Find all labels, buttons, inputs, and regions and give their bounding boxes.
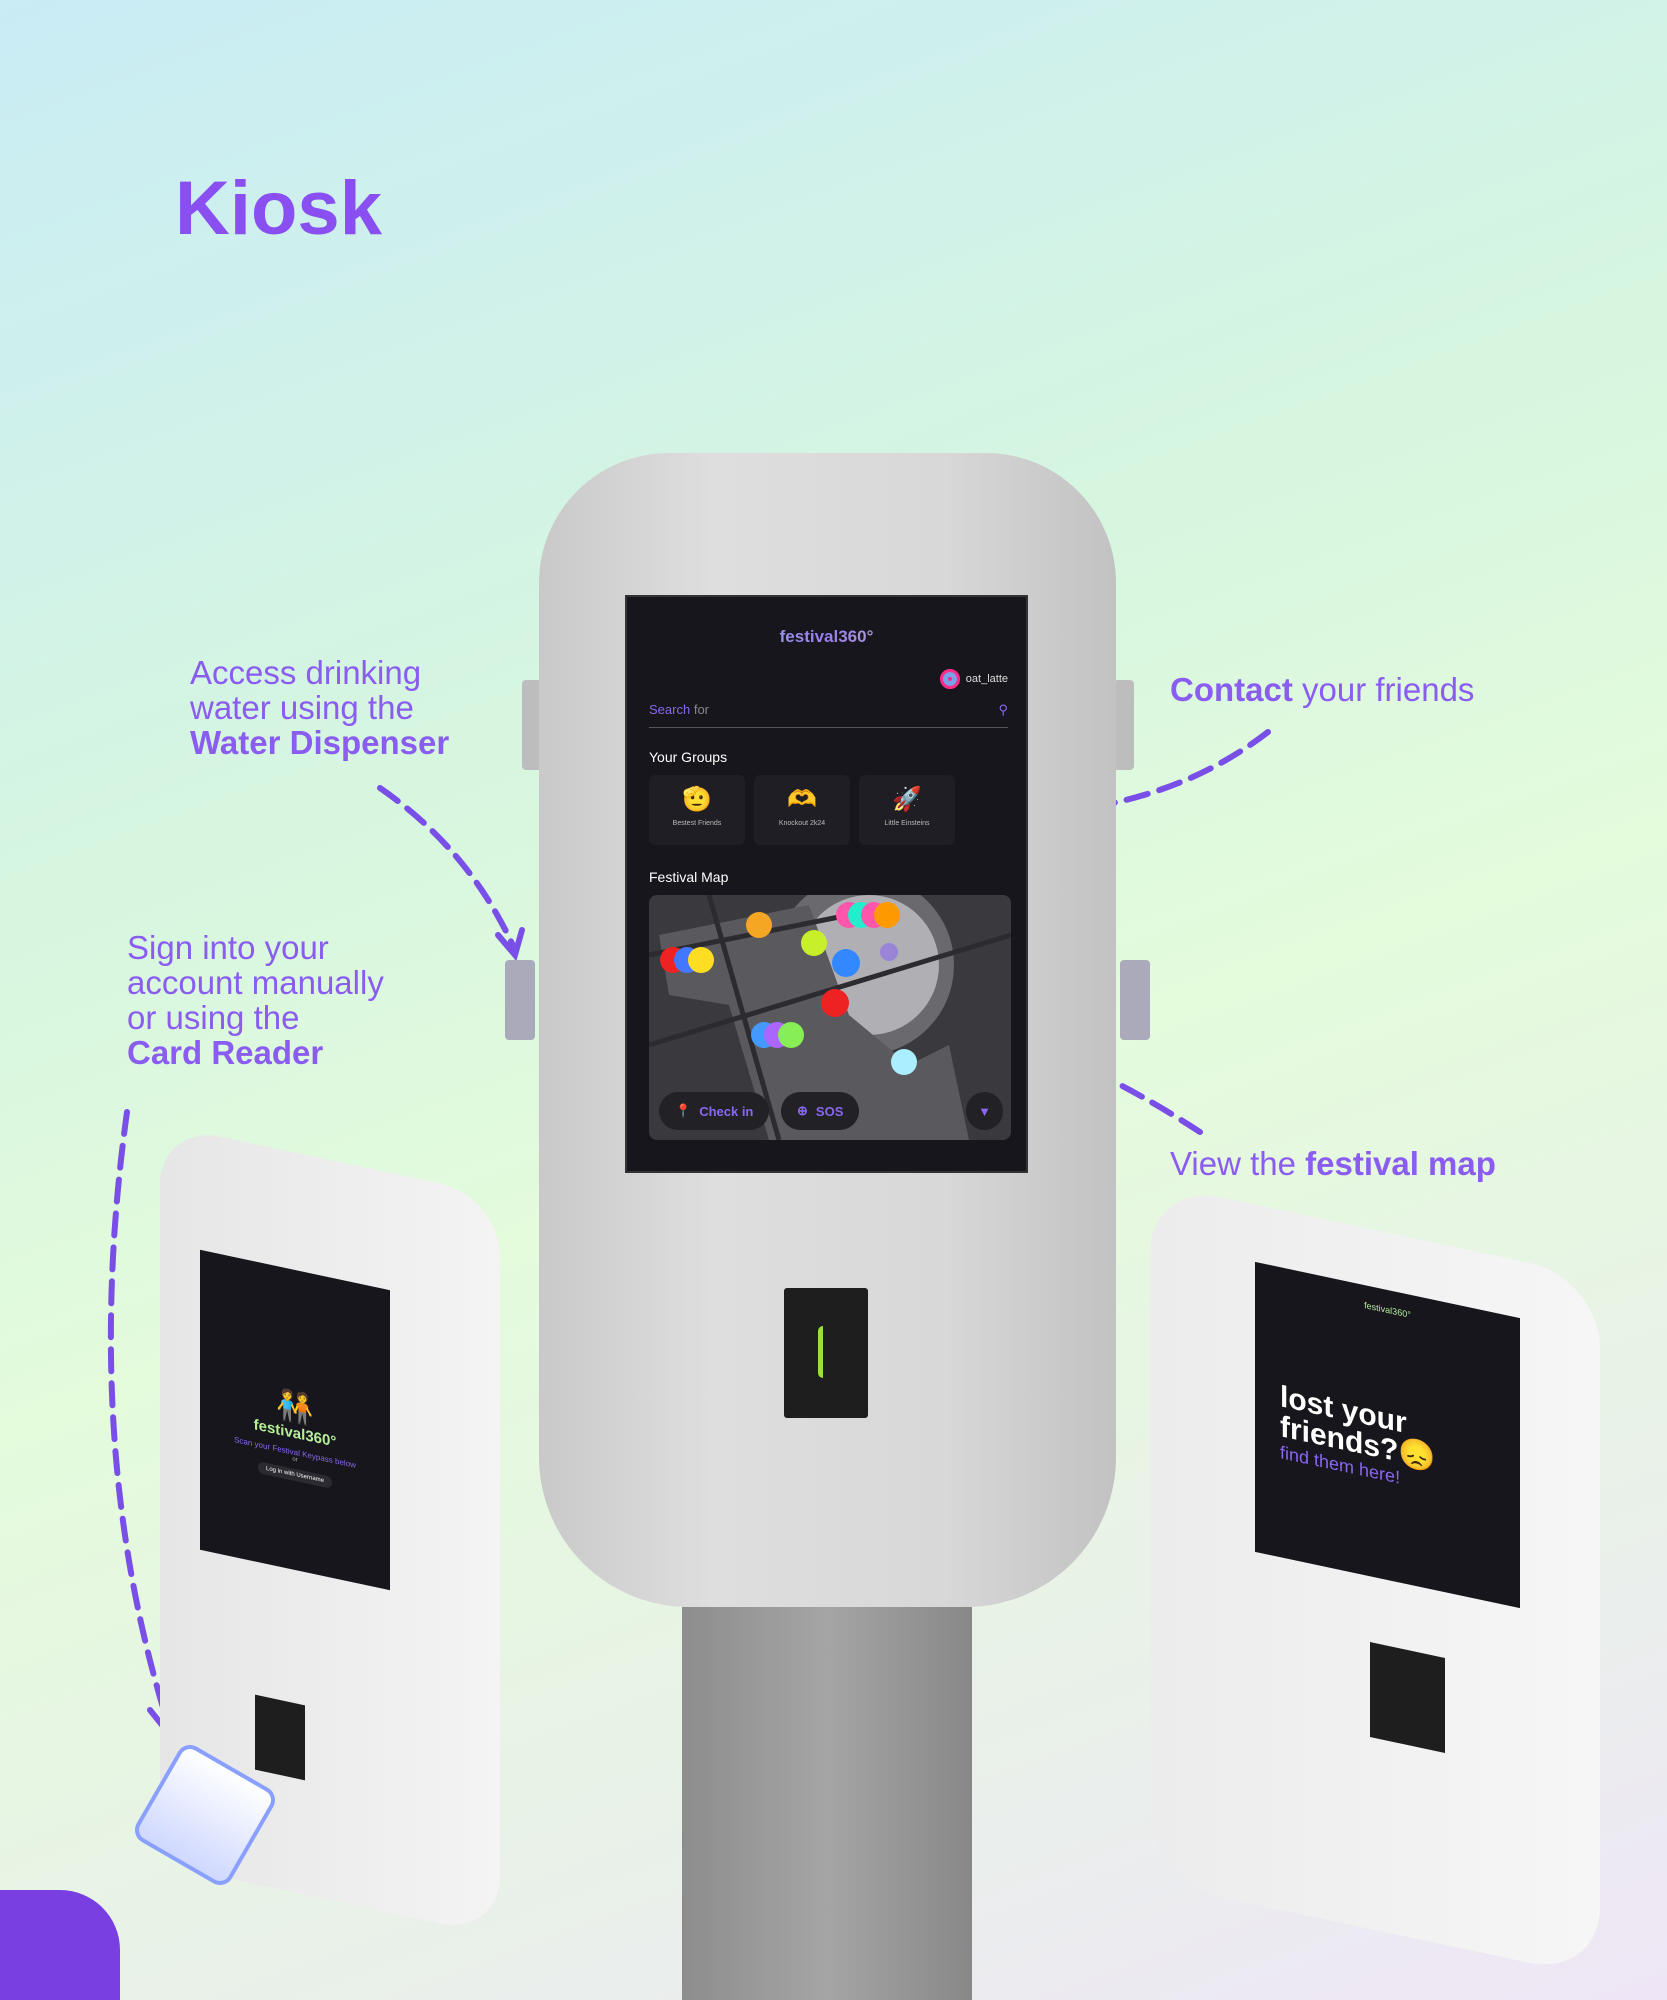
group-card[interactable]: 🫶 Knockout 2k24 [754,775,850,845]
group-emoji: 🫡 [682,786,712,813]
arrow-card [107,1109,173,1733]
map-note: View the festival map [1170,1146,1496,1181]
note-line: or using the [127,999,300,1036]
user-profile[interactable]: oat_latte [939,669,1008,689]
group-card[interactable]: 🚀 Little Einsteins [859,775,955,845]
group-emoji: 🚀 [892,786,922,813]
username: oat_latte [965,673,1008,685]
group-label: Knockout 2k24 [778,820,826,827]
kiosk-pole [682,1607,972,2000]
logo: festival360° [627,627,1026,647]
note-line: Access drinking [190,654,422,691]
location-plus-icon: 📍 [675,1103,692,1118]
contact-note: Contact your friends [1170,672,1474,707]
avatar [939,669,960,689]
note-bold: festival map [1305,1145,1496,1182]
check-in-label: Check in [699,1103,754,1119]
right-kiosk-screen: festival360° lost your friends?😞 find th… [1255,1261,1520,1609]
check-in-button[interactable]: 📍 Check in [659,1092,770,1130]
filter-icon: ▼ [978,1103,991,1119]
arrow-water [377,785,518,953]
sos-button[interactable]: ⊕ SOS [781,1092,860,1130]
groups-title: Your Groups [649,749,728,765]
sos-label: SOS [815,1103,844,1119]
groups-list: 🫡 Bestest Friends 🫶 Knockout 2k24 🚀 Little … [649,775,955,845]
note-bold: Card Reader [127,1034,324,1071]
note-text: your friends [1292,671,1475,708]
left-card-reader [255,1694,305,1781]
left-kiosk-screen: 🧑‍🤝‍🧑 festival360° Scan your Festival Ke… [200,1249,390,1591]
nfc-light-icon [818,1326,828,1378]
search-icon[interactable]: ⚲ [998,702,1008,717]
arrow-contact [1052,729,1271,815]
festival-map[interactable]: 📍 Check in ⊕ SOS ▼ [649,895,1011,1140]
card-reader [784,1288,868,1418]
water-tap-left [505,960,535,1040]
map-title: Festival Map [649,869,729,885]
lifebuoy-icon: ⊕ [797,1103,808,1118]
right-card-reader [1370,1642,1445,1753]
note-line: water using the [190,689,414,726]
group-label: Little Einsteins [884,820,930,827]
group-label: Bestest Friends [672,820,722,827]
search-input[interactable]: Search for ⚲ [649,702,1008,728]
water-dispenser-note: Access drinking water using the Water Di… [190,655,449,760]
group-emoji: 🫶 [787,786,817,813]
page-title: Kiosk [175,166,382,251]
search-label: Search [649,702,691,717]
note-line: account manually [127,964,384,1001]
side-bracket-right [1114,680,1134,770]
note-line: Sign into your [127,929,329,966]
filter-button[interactable]: ▼ [966,1092,1003,1130]
search-placeholder: for [693,702,709,717]
hand-sleeve [0,1890,120,2000]
note-bold: Contact [1170,671,1293,708]
card-reader-note: Sign into your account manually or using… [127,930,384,1070]
kiosk-screen: festival360° oat_latte Search for ⚲ Your… [625,595,1028,1173]
water-dispenser-left [522,680,542,770]
note-text: View the [1170,1145,1306,1182]
note-bold: Water Dispenser [190,724,450,761]
map-graphic [649,895,1011,1140]
water-tap-right [1120,960,1150,1040]
group-card[interactable]: 🫡 Bestest Friends [649,775,745,845]
